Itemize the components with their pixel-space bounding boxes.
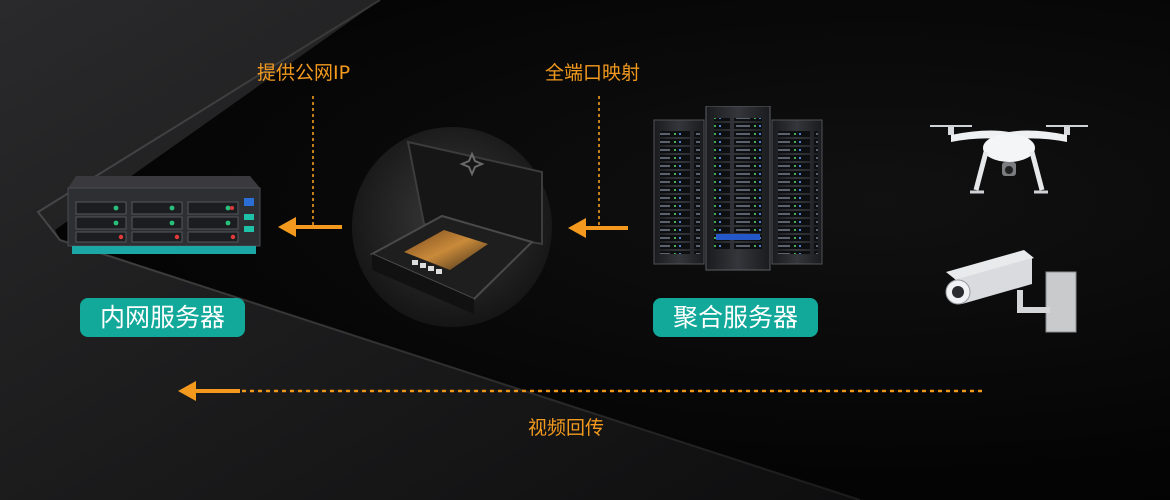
badge-aggregation-server: 聚合服务器 [653, 298, 818, 337]
badge-intranet-server: 内网服务器 [80, 298, 245, 337]
connector-public-ip [310, 96, 316, 228]
drone-icon [926, 118, 1092, 198]
connector-port-mapping [596, 96, 602, 228]
arrow-video-return [176, 379, 992, 403]
label-video-return: 视频回传 [528, 413, 604, 440]
security-camera-icon [940, 246, 1080, 336]
rack-server-icon [64, 176, 264, 256]
server-cabinets-icon [652, 106, 824, 272]
portable-device-icon [352, 124, 552, 330]
label-full-port-mapping: 全端口映射 [545, 58, 640, 85]
label-provide-public-ip: 提供公网IP [257, 58, 350, 85]
